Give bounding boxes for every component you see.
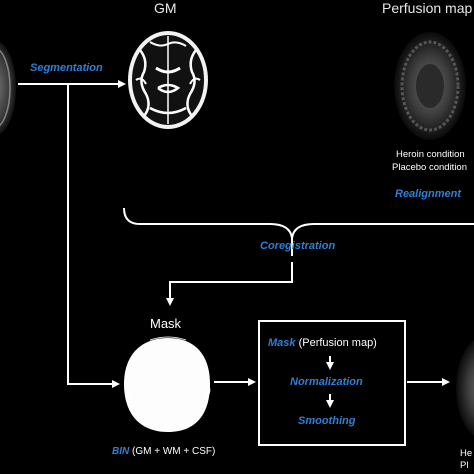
gm-brain-image [128, 31, 208, 129]
realignment-label: Realignment [395, 188, 462, 200]
box-mask-label: Mask [268, 337, 296, 349]
bin-label: BIN [112, 446, 130, 457]
coregistration-label: Coregistration [260, 240, 336, 252]
right-edge-text-2: Pl [460, 460, 469, 471]
bin-detail: (GM + WM + CSF) [132, 446, 216, 457]
box-mask-line: Mask (Perfusion map) [268, 337, 377, 349]
normalization-label: Normalization [290, 376, 363, 388]
mask-brain-image [124, 336, 211, 432]
box-mask-detail: (Perfusion map) [298, 337, 377, 349]
perfusion-map-image [394, 32, 466, 140]
coregistration-arrow [166, 262, 293, 306]
gm-title: GM [154, 0, 177, 16]
segmentation-to-mask-arrow [67, 84, 120, 388]
smoothing-label: Smoothing [298, 415, 356, 427]
bin-caption: BIN (GM + WM + CSF) [112, 446, 215, 457]
mask-title: Mask [150, 316, 182, 331]
placebo-condition-label: Placebo condition [392, 162, 467, 173]
processing-box [258, 320, 406, 446]
output-perfusion-image [456, 340, 474, 436]
coregistration-brace [123, 207, 474, 239]
perfusion-map-title: Perfusion map [382, 0, 473, 16]
segmentation-label: Segmentation [30, 62, 103, 74]
right-edge-text-1: He [460, 448, 473, 459]
heroin-condition-label: Heroin condition [396, 149, 465, 160]
t1-anatomical-image [0, 41, 16, 135]
